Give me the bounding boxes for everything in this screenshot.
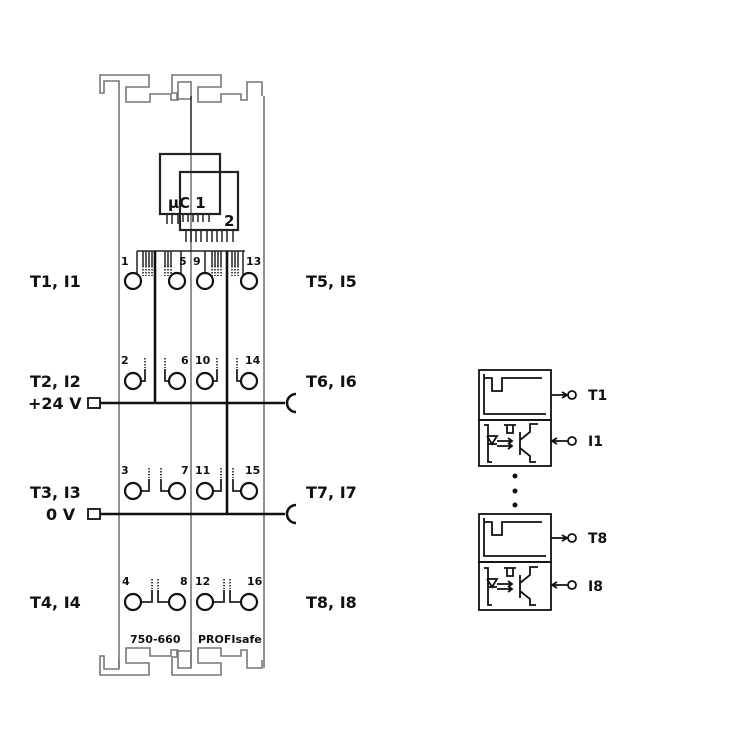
terminal-4[interactable] xyxy=(123,592,143,612)
terminal-number: 6 xyxy=(181,354,189,367)
terminal-row-3: 3 7 11 15 xyxy=(121,464,260,501)
t-output-arrow xyxy=(551,391,569,399)
t1-terminal-icon[interactable] xyxy=(567,390,577,400)
internal-bus-wires xyxy=(153,251,229,514)
terminal-10[interactable] xyxy=(195,371,215,391)
terminal-number: 4 xyxy=(122,575,130,588)
terminal-12[interactable] xyxy=(195,592,215,612)
terminal-9[interactable] xyxy=(195,271,215,291)
label-t6-i6: T6, I6 xyxy=(306,372,357,391)
schematic-label-i8: I8 xyxy=(588,579,603,595)
plus24v-right-connector xyxy=(285,392,297,414)
label-t1-i1: T1, I1 xyxy=(30,272,81,291)
terminal-7[interactable] xyxy=(167,481,187,501)
terminal-row-2: 2 6 10 14 xyxy=(121,354,261,391)
label-t4-i4: T4, I4 xyxy=(30,593,81,612)
channel-schematic xyxy=(478,369,577,611)
chip2-label: 2 xyxy=(224,212,234,230)
t8-terminal-icon[interactable] xyxy=(567,533,577,543)
i1-terminal-icon[interactable] xyxy=(567,436,577,446)
terminal-number: 11 xyxy=(195,464,210,477)
terminal-number: 9 xyxy=(193,255,201,268)
chip1-label: µC 1 xyxy=(168,194,206,212)
part-number: 750-660 xyxy=(130,633,181,646)
label-t7-i7: T7, I7 xyxy=(306,483,357,502)
terminal-row-1: 1 5 9 13 xyxy=(121,255,261,291)
terminal-number: 10 xyxy=(195,354,211,367)
t-output-arrow xyxy=(551,534,569,542)
label-t2-i2: T2, I2 xyxy=(30,372,81,391)
terminal-number: 3 xyxy=(121,464,129,477)
terminal-number: 5 xyxy=(179,255,187,268)
schematic-label-t8: T8 xyxy=(588,531,607,547)
module-housing xyxy=(99,74,265,676)
terminal-13[interactable] xyxy=(239,271,259,291)
i-input-arrow xyxy=(550,581,568,589)
terminal-11[interactable] xyxy=(195,481,215,501)
i-input-arrow xyxy=(550,437,568,445)
label-zero-volt: 0 V xyxy=(46,505,76,524)
terminal-1[interactable] xyxy=(123,271,143,291)
terminal-2[interactable] xyxy=(123,371,143,391)
top-rail-profile xyxy=(99,74,263,103)
module-name: PROFIsafe xyxy=(198,633,262,646)
terminal-8[interactable] xyxy=(167,592,187,612)
terminal-number: 12 xyxy=(195,575,210,588)
terminal-number: 16 xyxy=(247,575,263,588)
optocoupler-icon xyxy=(484,566,538,606)
ellipsis-dot xyxy=(512,488,518,494)
ellipsis-dot xyxy=(512,473,518,479)
terminal-number: 15 xyxy=(245,464,260,477)
terminal-number: 2 xyxy=(121,354,129,367)
terminal-5[interactable] xyxy=(167,271,187,291)
terminal-15[interactable] xyxy=(239,481,259,501)
terminal-row-4: 4 8 12 16 xyxy=(122,575,263,612)
schematic-label-i1: I1 xyxy=(588,434,603,450)
ellipsis-dot xyxy=(512,502,518,508)
optocoupler-icon xyxy=(484,423,538,463)
plus24v-connector xyxy=(87,397,101,409)
label-t3-i3: T3, I3 xyxy=(30,483,81,502)
terminal-3[interactable] xyxy=(123,481,143,501)
zero-volt-connector xyxy=(87,508,101,520)
zero-volt-right-connector xyxy=(285,503,297,525)
terminal-number: 7 xyxy=(181,464,189,477)
i8-terminal-icon[interactable] xyxy=(567,580,577,590)
microcontroller: µC 1 2 xyxy=(136,96,245,276)
terminal-16[interactable] xyxy=(239,592,259,612)
terminal-number: 8 xyxy=(180,575,188,588)
schematic-label-t1: T1 xyxy=(588,388,607,404)
terminal-number: 13 xyxy=(246,255,261,268)
terminal-number: 1 xyxy=(121,255,129,268)
bottom-rail-profile xyxy=(99,647,263,676)
terminal-6[interactable] xyxy=(167,371,187,391)
pulse-generator-icon xyxy=(483,374,546,415)
label-t8-i8: T8, I8 xyxy=(306,593,357,612)
label-plus24v: +24 V xyxy=(28,394,82,413)
label-t5-i5: T5, I5 xyxy=(306,272,357,291)
pulse-generator-icon xyxy=(483,518,546,557)
terminal-number: 14 xyxy=(245,354,261,367)
terminal-14[interactable] xyxy=(239,371,259,391)
